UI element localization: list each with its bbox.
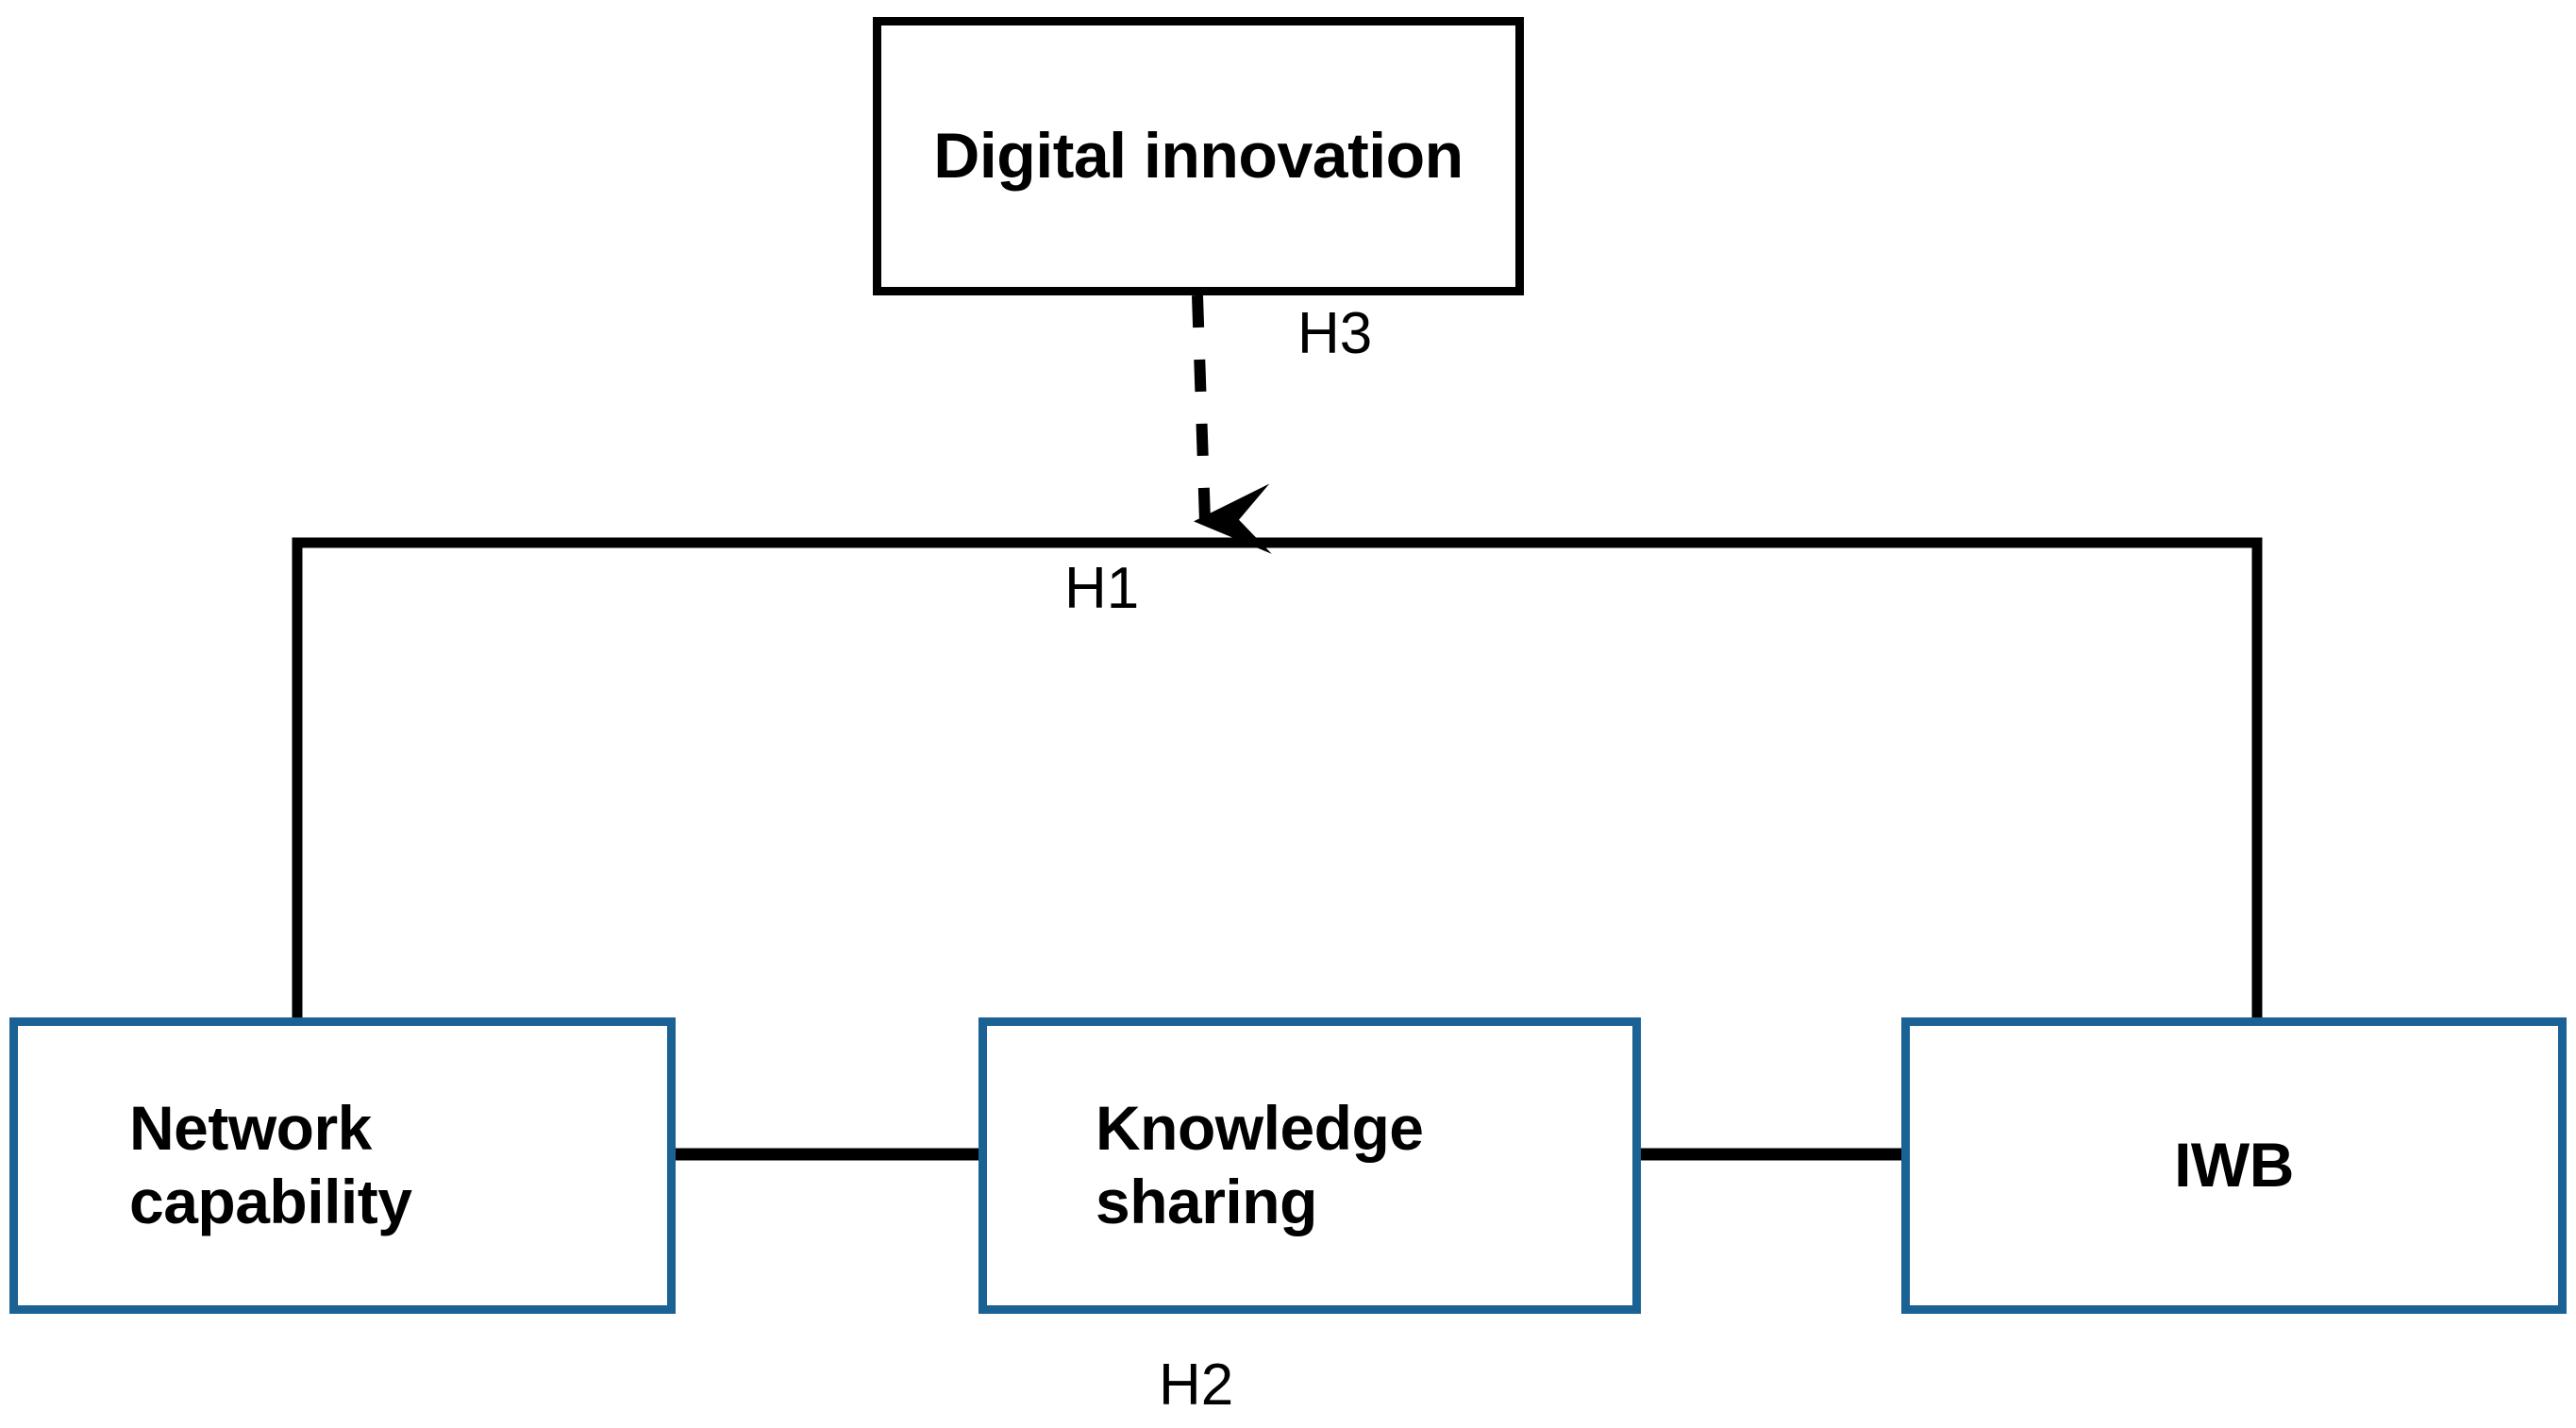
node-network-capability[interactable]: Network capability — [9, 1017, 676, 1314]
node-knowledge-sharing[interactable]: Knowledge sharing — [979, 1017, 1641, 1314]
node-knowledge-sharing-label: Knowledge sharing — [1096, 1093, 1424, 1236]
hypothesis-label-h1: H1 — [1064, 556, 1140, 621]
hypothesis-label-h2: H2 — [1159, 1352, 1234, 1418]
connector-h3-dashed-arrow — [1192, 294, 1272, 554]
node-digital-innovation[interactable]: Digital innovation — [873, 17, 1524, 295]
node-iwb-label: IWB — [2174, 1130, 2294, 1201]
node-network-capability-label: Network capability — [129, 1093, 412, 1236]
connector-h1-bracket — [292, 537, 2263, 1021]
node-digital-innovation-label: Digital innovation — [933, 120, 1464, 193]
node-iwb[interactable]: IWB — [1901, 1017, 2567, 1314]
hypothesis-label-h3: H3 — [1297, 301, 1373, 366]
